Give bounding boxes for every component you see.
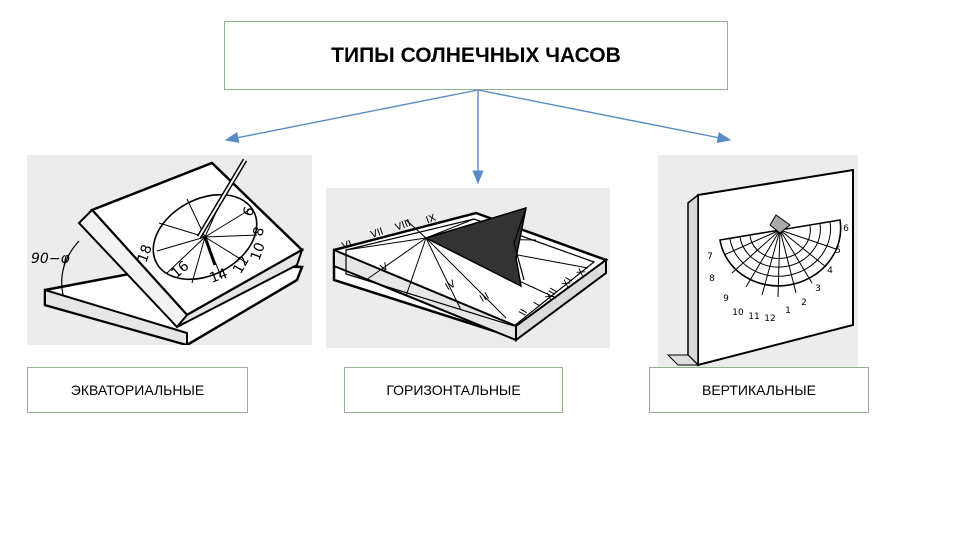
eq-hour-14: 14 <box>208 266 230 287</box>
arrow-to-equatorial <box>224 89 479 144</box>
arrow-to-vertical <box>477 89 732 144</box>
label-horizontal: ГОРИЗОНТАЛЬНЫЕ <box>344 367 563 413</box>
label-equatorial: ЭКВАТОРИАЛЬНЫЕ <box>27 367 248 413</box>
hz-numeral-vi: VI <box>341 239 354 253</box>
label-vertical: ВЕРТИКАЛЬНЫЕ <box>649 367 869 413</box>
horizontal-sundial-illustration: VI VII VIII IX X XI XII I II III IV V <box>326 188 610 348</box>
hz-numeral-x: X <box>575 267 588 279</box>
hz-numeral-xi: XI <box>561 276 575 290</box>
vt-hour-4: 4 <box>827 266 833 276</box>
equatorial-sundial-illustration: 18 16 14 12 10 8 6 90−φ <box>27 155 312 345</box>
vt-hour-3: 3 <box>815 284 821 294</box>
vt-hour-12: 12 <box>764 314 775 324</box>
diagram-title: ТИПЫ СОЛНЕЧНЫХ ЧАСОВ <box>224 21 728 90</box>
hz-numeral-i: I <box>532 301 543 309</box>
vt-hour-7: 7 <box>707 252 713 262</box>
hz-numeral-v: V <box>379 261 391 274</box>
eq-hour-12: 12 <box>230 253 253 276</box>
eq-hour-18: 18 <box>135 243 156 265</box>
vt-hour-9: 9 <box>723 294 729 304</box>
angle-label: 90−φ <box>31 251 71 267</box>
vertical-sundial-illustration: 7 8 9 10 11 12 1 2 3 4 5 6 <box>658 155 858 367</box>
vt-hour-11: 11 <box>748 312 759 322</box>
hz-numeral-vii: VII <box>369 226 385 241</box>
hz-numeral-ii: II <box>518 307 530 318</box>
vt-hour-5: 5 <box>835 246 841 256</box>
vt-hour-1: 1 <box>785 306 791 316</box>
vt-hour-8: 8 <box>709 274 715 284</box>
vt-hour-10: 10 <box>732 308 744 318</box>
vt-hour-2: 2 <box>801 298 807 308</box>
vt-hour-6: 6 <box>843 224 849 234</box>
eq-hour-10: 10 <box>248 241 269 263</box>
hz-numeral-ix: IX <box>425 213 438 227</box>
hz-numeral-viii: VIII <box>394 218 413 234</box>
